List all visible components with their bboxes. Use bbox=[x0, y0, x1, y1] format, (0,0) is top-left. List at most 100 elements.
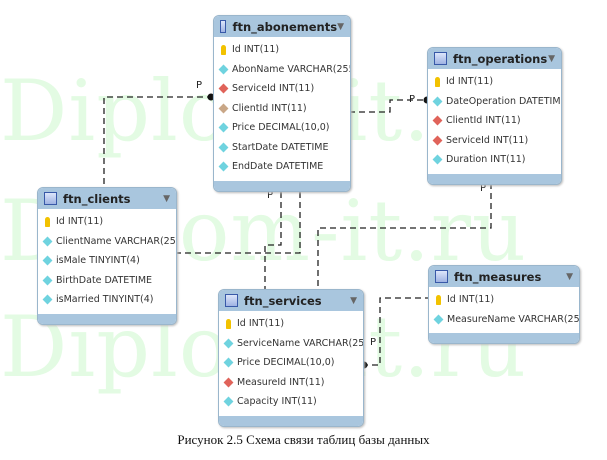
primary-key-icon bbox=[435, 76, 440, 87]
table-header[interactable]: ftn_operations▼ bbox=[428, 48, 561, 69]
table-footer bbox=[219, 415, 363, 426]
table-ftn-abonements[interactable]: ftn_abonements▼ Id INT(11) AbonName VARCHA… bbox=[213, 15, 351, 192]
column-text: Duration INT(11) bbox=[446, 154, 526, 166]
column-text: ClientName VARCHAR(255) bbox=[56, 235, 177, 247]
collapse-arrow-icon[interactable]: ▼ bbox=[548, 53, 555, 64]
column-icon bbox=[42, 255, 53, 266]
column-row[interactable]: Id INT(11) bbox=[429, 290, 579, 310]
primary-key-icon bbox=[436, 294, 441, 305]
column-row[interactable]: DateOperation DATETIME bbox=[428, 92, 561, 112]
table-footer bbox=[38, 313, 176, 324]
column-text: EndDate DATETIME bbox=[232, 161, 324, 173]
rel-clients-services bbox=[175, 190, 301, 254]
column-row[interactable]: isMale TINYINT(4) bbox=[38, 251, 176, 271]
column-row[interactable]: ServiceName VARCHAR(255) bbox=[219, 334, 363, 354]
primary-key-icon bbox=[45, 216, 50, 227]
rel-abonements-operations bbox=[349, 99, 427, 113]
primary-key-icon bbox=[221, 44, 226, 55]
column-icon bbox=[218, 142, 229, 153]
table-ftn-measures[interactable]: ftn_measures ▼ Id INT(11) MeasureName VARCH… bbox=[428, 265, 580, 344]
column-text: Id INT(11) bbox=[232, 44, 280, 56]
column-icon bbox=[42, 294, 53, 305]
column-text: ServiceId INT(11) bbox=[232, 83, 315, 95]
collapse-arrow-icon[interactable]: ▼ bbox=[337, 21, 344, 32]
column-row[interactable]: Id INT(11) bbox=[428, 72, 561, 92]
column-text: Id INT(11) bbox=[446, 76, 494, 88]
collapse-arrow-icon[interactable]: ▼ bbox=[163, 193, 170, 204]
column-text: Price DECIMAL(10,0) bbox=[237, 357, 335, 369]
table-icon bbox=[225, 294, 238, 307]
column-text: Capacity INT(11) bbox=[237, 396, 317, 408]
column-row[interactable]: ServiceId INT(11) bbox=[214, 79, 350, 99]
column-row[interactable]: Id INT(11) bbox=[38, 212, 176, 232]
relation-label: P bbox=[267, 190, 274, 201]
column-row[interactable]: Duration INT(11) bbox=[428, 150, 561, 170]
column-icon bbox=[218, 122, 229, 133]
relation-label: P bbox=[370, 337, 377, 348]
column-icon bbox=[42, 236, 53, 247]
relation-label: P bbox=[409, 94, 416, 105]
column-row[interactable]: Price DECIMAL(10,0) bbox=[214, 118, 350, 138]
column-text: isMale TINYINT(4) bbox=[56, 255, 140, 267]
column-icon bbox=[432, 96, 443, 107]
column-row[interactable]: AbonName VARCHAR(255) bbox=[214, 60, 350, 80]
table-header[interactable]: ftn_measures ▼ bbox=[429, 266, 579, 287]
foreign-key-icon bbox=[218, 83, 229, 94]
column-text: MeasureId INT(11) bbox=[237, 376, 325, 388]
primary-key-icon bbox=[226, 318, 231, 329]
relation-label: P bbox=[196, 80, 203, 91]
column-row[interactable]: Id INT(11) bbox=[219, 314, 363, 334]
table-header[interactable]: ftn_services ▼ bbox=[219, 290, 363, 311]
column-icon bbox=[432, 154, 443, 165]
table-header[interactable]: ftn_abonements▼ bbox=[214, 16, 350, 37]
table-name: ftn_abonements bbox=[232, 19, 338, 34]
column-text: isMarried TINYINT(4) bbox=[56, 294, 154, 306]
table-header[interactable]: ftn_clients ▼ bbox=[38, 188, 176, 209]
column-row[interactable]: StartDate DATETIME bbox=[214, 138, 350, 158]
table-name: ftn_clients bbox=[63, 191, 131, 206]
table-footer bbox=[428, 173, 561, 184]
column-icon bbox=[218, 64, 229, 75]
column-row[interactable]: ClientId INT(11) bbox=[428, 111, 561, 131]
column-row[interactable]: Price DECIMAL(10,0) bbox=[219, 353, 363, 373]
collapse-arrow-icon[interactable]: ▼ bbox=[566, 271, 573, 282]
table-ftn-clients[interactable]: ftn_clients ▼ Id INT(11) ClientName VARCHAR… bbox=[37, 187, 177, 325]
column-icon bbox=[218, 161, 229, 172]
foreign-key-icon bbox=[432, 115, 443, 126]
column-row[interactable]: MeasureId INT(11) bbox=[219, 373, 363, 393]
column-row[interactable]: isMarried TINYINT(4) bbox=[38, 290, 176, 310]
foreign-key-icon bbox=[218, 103, 229, 114]
column-row[interactable]: ClientId INT(11) bbox=[214, 99, 350, 119]
foreign-key-icon bbox=[223, 377, 234, 388]
rel-abonements-services bbox=[264, 182, 282, 289]
column-icon bbox=[223, 357, 234, 368]
column-row[interactable]: Capacity INT(11) bbox=[219, 392, 363, 412]
column-row[interactable]: ServiceId INT(11) bbox=[428, 131, 561, 151]
rel-services-measures bbox=[362, 297, 428, 366]
rel-operations-services bbox=[317, 173, 492, 289]
foreign-key-icon bbox=[432, 135, 443, 146]
column-text: Id INT(11) bbox=[237, 318, 285, 330]
column-row[interactable]: ClientName VARCHAR(255) bbox=[38, 232, 176, 252]
figure-caption: Рисунок 2.5 Схема связи таблиц базы данн… bbox=[177, 432, 430, 447]
column-row[interactable]: MeasureName VARCHAR(255) bbox=[429, 310, 579, 330]
collapse-arrow-icon[interactable]: ▼ bbox=[350, 295, 357, 306]
table-icon bbox=[435, 270, 448, 283]
column-row[interactable]: Id INT(11) bbox=[214, 40, 350, 60]
rel-clients-abonements bbox=[103, 96, 213, 187]
table-ftn-operations[interactable]: ftn_operations▼ Id INT(11) DateOperation D… bbox=[427, 47, 562, 185]
relation-label: P bbox=[480, 183, 487, 194]
column-icon bbox=[223, 338, 234, 349]
table-footer bbox=[429, 333, 579, 343]
relation-dot bbox=[207, 93, 215, 101]
column-icon bbox=[42, 275, 53, 286]
column-text: BirthDate DATETIME bbox=[56, 274, 153, 286]
column-icon bbox=[433, 314, 444, 325]
column-row[interactable]: BirthDate DATETIME bbox=[38, 271, 176, 291]
table-ftn-services[interactable]: ftn_services ▼ Id INT(11) ServiceName VARCH… bbox=[218, 289, 364, 427]
column-text: ServiceId INT(11) bbox=[446, 134, 529, 146]
column-row[interactable]: EndDate DATETIME bbox=[214, 157, 350, 177]
table-name: ftn_measures bbox=[454, 269, 542, 284]
column-text: MeasureName VARCHAR(255) bbox=[447, 313, 580, 325]
table-name: ftn_services bbox=[244, 293, 322, 308]
